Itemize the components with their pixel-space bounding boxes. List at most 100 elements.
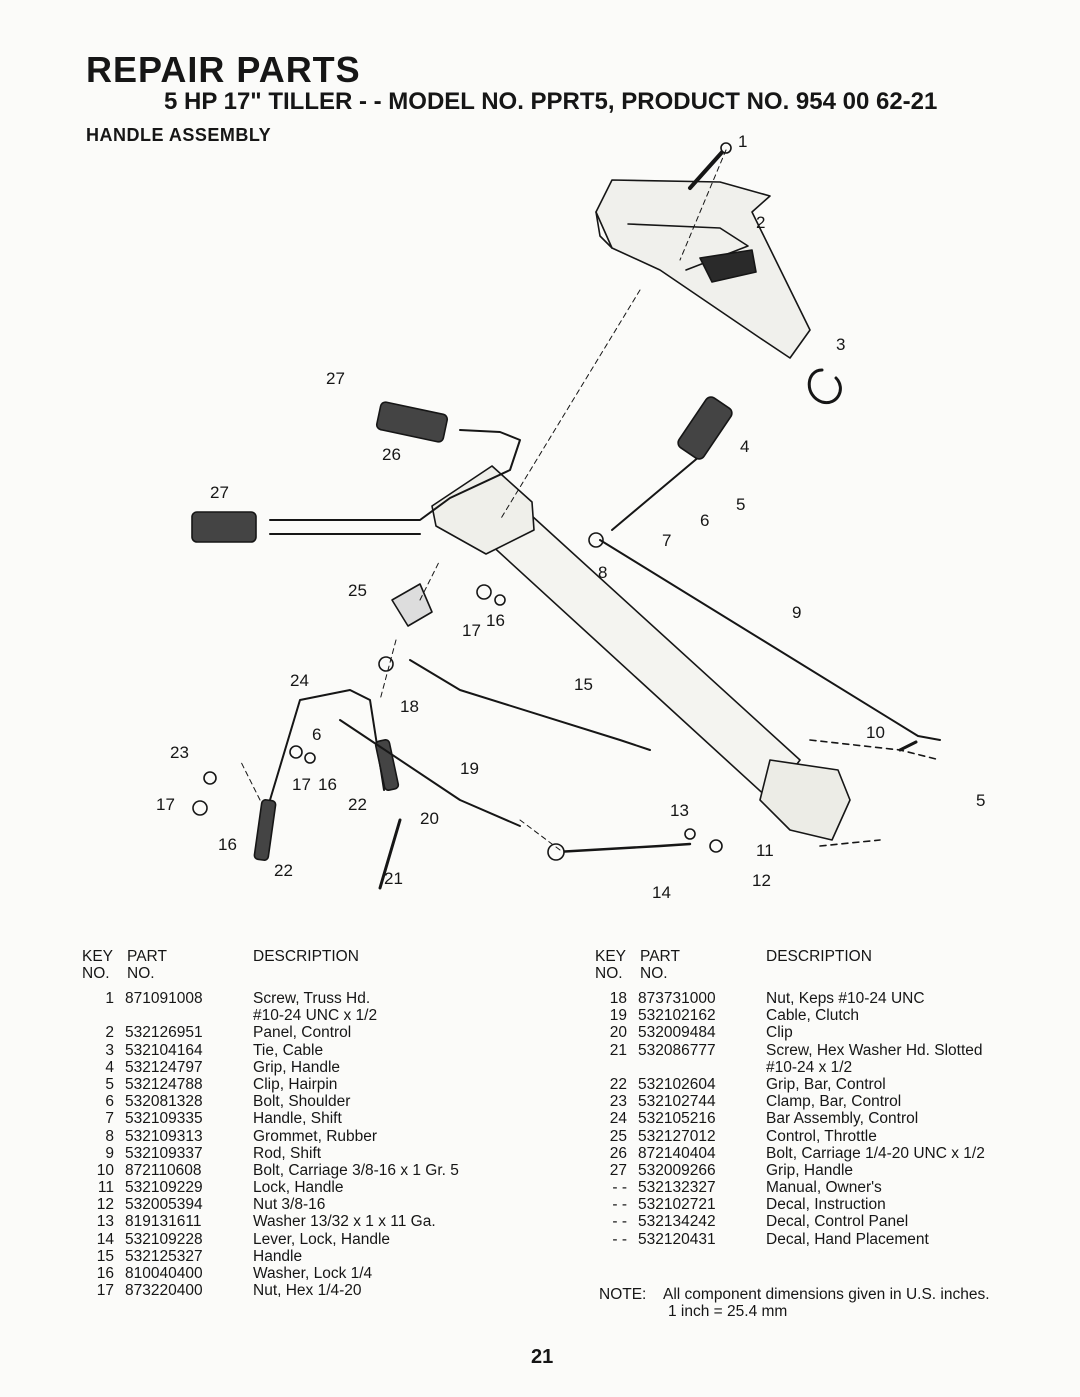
callout-22b: 22 bbox=[274, 861, 293, 880]
part-no: 532009484 bbox=[638, 1024, 716, 1042]
part-description: Screw, Truss Hd. bbox=[253, 990, 371, 1007]
header-part-no: NO. bbox=[640, 965, 668, 982]
part-no: 532109313 bbox=[125, 1127, 203, 1145]
callout-2: 2 bbox=[756, 213, 765, 232]
key-no: 24 bbox=[609, 1110, 627, 1128]
key-no: 10 bbox=[96, 1161, 114, 1179]
key-no: 8 bbox=[105, 1127, 114, 1145]
part-description: Nut, Keps #10-24 UNC bbox=[766, 990, 925, 1007]
key-no: 27 bbox=[609, 1161, 627, 1179]
key-no: 12 bbox=[96, 1196, 114, 1214]
part-no: 532132327 bbox=[638, 1179, 716, 1197]
part-no: 532081328 bbox=[125, 1093, 203, 1111]
part-description: Washer 13/32 x 1 x 11 Ga. bbox=[253, 1213, 436, 1231]
part-description: Decal, Instruction bbox=[766, 1196, 886, 1214]
part-no: 532134242 bbox=[638, 1213, 716, 1231]
header-key-no: NO. bbox=[595, 965, 623, 982]
callout-14: 14 bbox=[652, 883, 671, 902]
part-no: 532009266 bbox=[638, 1161, 716, 1179]
header-part-no: NO. bbox=[127, 965, 155, 982]
part-description: Rod, Shift bbox=[253, 1144, 322, 1162]
header-part: PART bbox=[640, 948, 680, 965]
part-description: Lock, Handle bbox=[253, 1179, 344, 1197]
callout-13: 13 bbox=[670, 801, 689, 820]
callout-16c: 16 bbox=[218, 835, 237, 854]
part-no: 532102162 bbox=[638, 1007, 716, 1025]
key-no: 21 bbox=[609, 1041, 627, 1059]
callout-21: 21 bbox=[384, 869, 403, 888]
key-no: - - bbox=[612, 1213, 627, 1231]
callout-25: 25 bbox=[348, 581, 367, 600]
part-no: 872140404 bbox=[638, 1144, 716, 1162]
key-no: 4 bbox=[105, 1058, 114, 1076]
section-heading: HANDLE ASSEMBLY bbox=[86, 125, 272, 145]
key-no: 18 bbox=[609, 990, 627, 1007]
part-description: Control, Throttle bbox=[766, 1127, 877, 1145]
key-no: 22 bbox=[609, 1075, 627, 1093]
handle-assembly-diagram: 1 2 3 4 5 6 7 8 9 10 5 27 26 27 25 17 16… bbox=[156, 132, 985, 902]
part-no: 532109228 bbox=[125, 1230, 203, 1248]
callout-11: 11 bbox=[756, 841, 774, 860]
part-description: #10-24 UNC x 1/2 bbox=[253, 1007, 378, 1025]
key-no: 6 bbox=[105, 1093, 114, 1111]
table-header: KEY NO. PART NO. DESCRIPTION bbox=[593, 948, 1063, 990]
key-no: - - bbox=[612, 1196, 627, 1214]
key-no: 14 bbox=[96, 1230, 114, 1248]
callout-12: 12 bbox=[752, 871, 771, 890]
table-header: KEY NO. PART NO. DESCRIPTION bbox=[80, 948, 550, 990]
callout-17b: 17 bbox=[292, 775, 311, 794]
part-description: Washer, Lock 1/4 bbox=[253, 1265, 373, 1282]
callout-22a: 22 bbox=[348, 795, 367, 814]
part-description: Handle, Shift bbox=[253, 1110, 342, 1128]
part-description: Cable, Clutch bbox=[766, 1007, 860, 1025]
part-description: Bolt, Carriage 1/4-20 UNC x 1/2 bbox=[766, 1144, 985, 1162]
part-description: Manual, Owner's bbox=[766, 1179, 882, 1197]
part-no: 532109335 bbox=[125, 1110, 203, 1128]
part-no: 532086777 bbox=[638, 1041, 716, 1059]
key-no: 17 bbox=[96, 1282, 114, 1300]
table-row: 4 532124797 Grip, Handle bbox=[80, 1059, 550, 1076]
key-no: 5 bbox=[105, 1075, 114, 1093]
key-no: 13 bbox=[96, 1213, 114, 1231]
key-no: 9 bbox=[105, 1144, 114, 1162]
part-description: Clamp, Bar, Control bbox=[766, 1093, 902, 1111]
key-no: 23 bbox=[609, 1093, 627, 1111]
callout-9: 9 bbox=[792, 603, 801, 622]
part-description: Handle bbox=[253, 1247, 303, 1265]
part-description: Clip bbox=[766, 1024, 793, 1042]
page-number: 21 bbox=[531, 1346, 554, 1368]
callout-15: 15 bbox=[574, 675, 593, 694]
callout-27b: 27 bbox=[210, 483, 229, 502]
callout-26: 26 bbox=[382, 445, 401, 464]
note-line-2: 1 inch = 25.4 mm bbox=[668, 1303, 788, 1320]
callout-4: 4 bbox=[740, 437, 749, 456]
part-no: 532124797 bbox=[125, 1058, 203, 1076]
header-key: KEY bbox=[82, 948, 114, 965]
part-no: 871091008 bbox=[125, 990, 203, 1007]
part-description: Panel, Control bbox=[253, 1024, 352, 1042]
part-no: 532102604 bbox=[638, 1075, 716, 1093]
part-no: 532104164 bbox=[125, 1041, 203, 1059]
part-description: Grip, Handle bbox=[253, 1058, 341, 1076]
part-no: 532102721 bbox=[638, 1196, 716, 1214]
note-line-1: All component dimensions given in U.S. i… bbox=[663, 1286, 990, 1303]
